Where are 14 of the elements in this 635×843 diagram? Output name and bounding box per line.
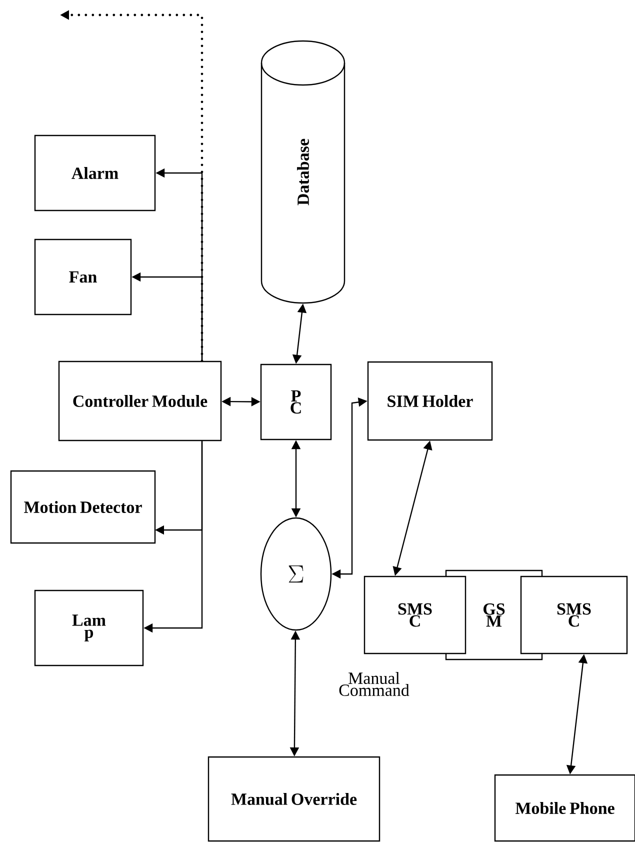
block-box: SMS C	[364, 576, 466, 654]
block-box: Controller Module	[58, 360, 222, 442]
edge-label: Manual Command	[339, 672, 410, 696]
node-label: Database	[297, 138, 309, 206]
block-box: P C	[260, 364, 332, 440]
block-box: SIM Holder	[367, 361, 493, 441]
block-box: Mobile Phone	[494, 774, 635, 842]
block-box: Fan	[34, 238, 132, 316]
block-box: Manual Override	[208, 756, 380, 842]
database-cylinder: Database	[260, 40, 346, 304]
block-box: Motion Detector	[10, 470, 156, 544]
block-box: Lam p	[34, 590, 144, 666]
block-box: Alarm	[34, 134, 156, 212]
block-box: SMS C	[520, 576, 628, 654]
